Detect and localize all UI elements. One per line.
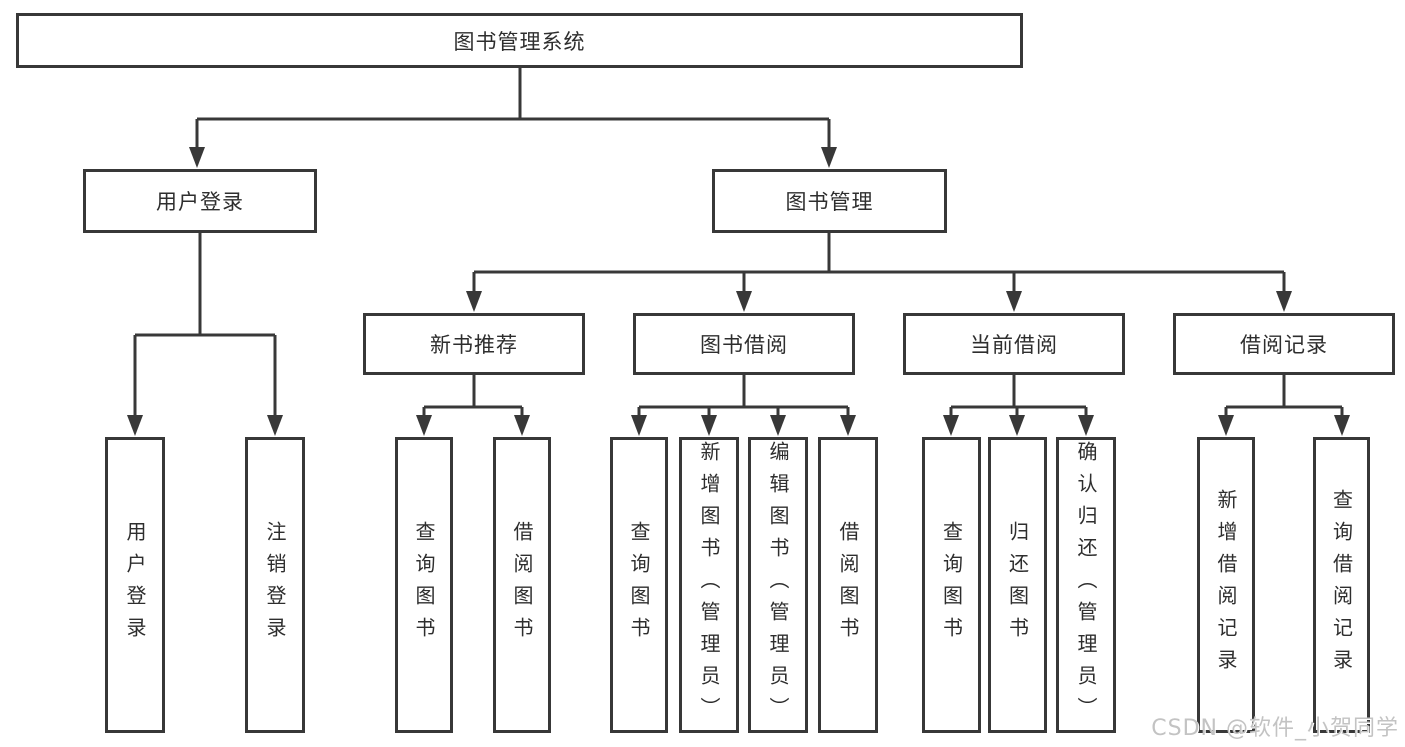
node-book-management-label: 图书管理 [785, 190, 874, 214]
node-leaf-edit-books-admin: 编辑图书（管理员） [748, 437, 808, 733]
node-book-management: 图书管理 [712, 169, 947, 233]
node-leaf-query-borrow-record-label: 查询借阅记录 [1329, 489, 1354, 681]
node-leaf-user-login: 用户登录 [105, 437, 165, 733]
node-leaf-return-books: 归还图书 [988, 437, 1047, 733]
node-borrowing-records: 借阅记录 [1173, 313, 1395, 375]
node-leaf-logout-label: 注销登录 [263, 521, 287, 649]
node-new-book-recommend: 新书推荐 [363, 313, 585, 375]
node-leaf-query-borrow-record: 查询借阅记录 [1313, 437, 1370, 733]
node-current-borrowing-label: 当前借阅 [970, 333, 1058, 357]
node-leaf-borrow-query-books-label: 查询图书 [627, 521, 651, 649]
csdn-watermark: CSDN @软件_小贺同学 [1151, 716, 1399, 741]
node-leaf-return-books-label: 归还图书 [1005, 521, 1030, 649]
node-leaf-user-login-label: 用户登录 [123, 521, 147, 649]
node-new-book-recommend-label: 新书推荐 [430, 333, 518, 357]
node-root: 图书管理系统 [16, 13, 1023, 68]
node-current-borrowing: 当前借阅 [903, 313, 1125, 375]
node-leaf-logout: 注销登录 [245, 437, 305, 733]
node-root-label: 图书管理系统 [453, 29, 586, 54]
node-book-borrowing-label: 图书借阅 [700, 333, 788, 357]
node-leaf-confirm-return-admin: 确认归还（管理员） [1056, 437, 1116, 733]
node-book-borrowing: 图书借阅 [633, 313, 855, 375]
node-leaf-confirm-return-admin-label: 确认归还（管理员） [1074, 441, 1098, 729]
node-leaf-borrow-books-label: 借阅图书 [836, 521, 860, 649]
arrowhead-icons [127, 147, 1350, 436]
node-leaf-add-borrow-record: 新增借阅记录 [1197, 437, 1255, 733]
node-user-login-label: 用户登录 [156, 190, 244, 214]
node-leaf-rec-borrow-books: 借阅图书 [493, 437, 551, 733]
node-leaf-add-books-admin-label: 新增图书（管理员） [697, 441, 721, 729]
node-leaf-current-query-books-label: 查询图书 [939, 521, 964, 649]
node-leaf-edit-books-admin-label: 编辑图书（管理员） [766, 441, 790, 729]
node-user-login: 用户登录 [83, 169, 317, 233]
node-leaf-rec-query-books-label: 查询图书 [412, 521, 436, 649]
node-leaf-add-books-admin: 新增图书（管理员） [679, 437, 739, 733]
node-leaf-current-query-books: 查询图书 [922, 437, 981, 733]
node-leaf-borrow-books: 借阅图书 [818, 437, 878, 733]
node-leaf-rec-borrow-books-label: 借阅图书 [510, 521, 534, 649]
node-leaf-add-borrow-record-label: 新增借阅记录 [1214, 489, 1238, 681]
node-leaf-rec-query-books: 查询图书 [395, 437, 453, 733]
node-borrowing-records-label: 借阅记录 [1240, 333, 1328, 357]
node-leaf-borrow-query-books: 查询图书 [610, 437, 668, 733]
